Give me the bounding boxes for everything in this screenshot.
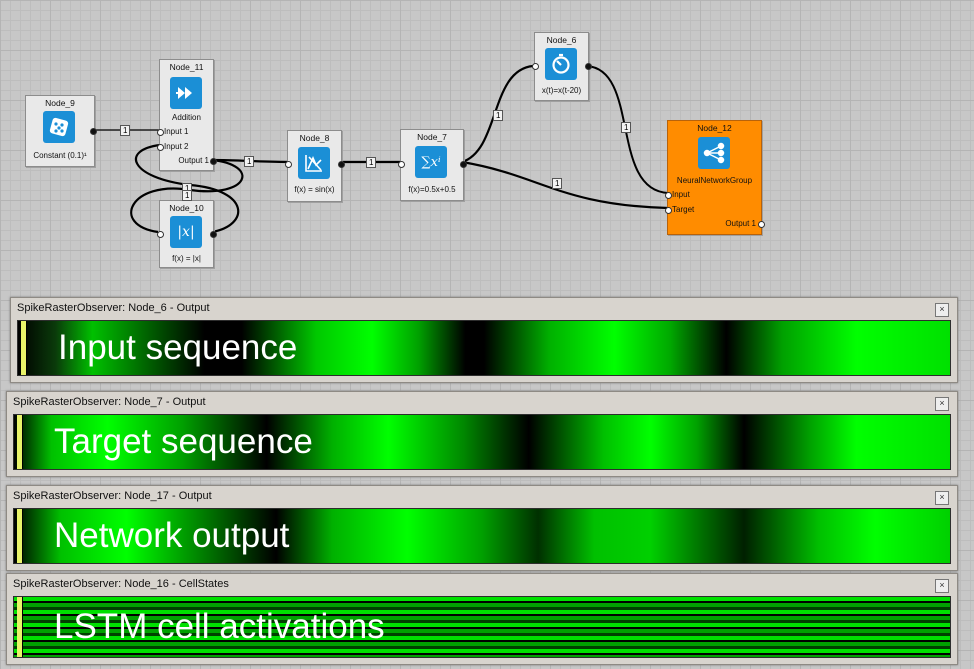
node-title: Node_8 (299, 133, 330, 143)
node-12[interactable]: Node_12 NeuralNetworkGroup Input Target … (665, 120, 765, 235)
node-8[interactable]: Node_8 f(x) = sin(x) (285, 130, 345, 202)
node-title: Node_9 (45, 98, 75, 108)
output-port[interactable] (338, 161, 345, 168)
edge-weight-label[interactable]: 1 (493, 110, 504, 121)
node-title: Node_12 (697, 123, 732, 133)
raster-panel-node16[interactable]: SpikeRasterObserver: Node_16 - CellState… (6, 573, 958, 665)
output-port[interactable] (585, 63, 592, 70)
node-title: Node_10 (169, 203, 204, 213)
node-6[interactable]: Node_6 x(t)=x(t-20) (532, 32, 592, 101)
port-label: Input 1 (164, 127, 189, 136)
network-icon (698, 137, 730, 169)
node-7[interactable]: Node_7 ∑xⁱ f(x)=0.5x+0.5 (398, 129, 467, 201)
overlay-label: Target sequence (54, 422, 313, 461)
output-port[interactable] (90, 128, 97, 135)
dice-icon (43, 111, 75, 143)
node-label: Addition (172, 113, 201, 122)
input-port[interactable] (285, 161, 292, 168)
port-label: Target (672, 205, 695, 214)
node-label: f(x) = sin(x) (294, 185, 335, 194)
close-icon[interactable]: × (935, 491, 949, 505)
connection-wires (93, 64, 669, 234)
input-port[interactable] (398, 161, 405, 168)
panel-title: SpikeRasterObserver: Node_6 - Output (17, 302, 210, 314)
node-label: x(t)=x(t-20) (541, 86, 582, 95)
node-label: f(x)=0.5x+0.5 (408, 185, 456, 194)
sum-icon: ∑xⁱ (415, 146, 447, 178)
timer-icon (545, 48, 577, 80)
node-title: Node_11 (169, 62, 204, 72)
edge-weight-label[interactable]: 1 (621, 122, 632, 133)
node-11[interactable]: Node_11 Addition Input 1 Input 2 Output … (157, 59, 217, 171)
edge-weight-label[interactable]: 1 (552, 178, 563, 189)
time-marker (17, 597, 23, 657)
output-port[interactable] (210, 231, 217, 238)
node-label: f(x) = |x| (172, 254, 201, 263)
fast-forward-icon (170, 77, 202, 109)
overlay-label: Input sequence (58, 328, 298, 367)
panel-title: SpikeRasterObserver: Node_16 - CellState… (13, 578, 229, 590)
port-label: Output 1 (725, 219, 756, 228)
input-port-1[interactable] (157, 129, 164, 136)
input-port-2[interactable] (157, 144, 164, 151)
raster-panel-node7[interactable]: SpikeRasterObserver: Node_7 - Output × T… (6, 391, 958, 477)
panel-title: SpikeRasterObserver: Node_7 - Output (13, 396, 206, 408)
raster-panel-node17[interactable]: SpikeRasterObserver: Node_17 - Output × … (6, 485, 958, 571)
abs-glyph: |x| (177, 224, 195, 240)
raster-panel-node6[interactable]: SpikeRasterObserver: Node_6 - Output × I… (10, 297, 958, 383)
panel-title: SpikeRasterObserver: Node_17 - Output (13, 490, 212, 502)
abs-icon: |x| (170, 216, 202, 248)
time-marker (21, 321, 27, 375)
cell-state-raster-strip: LSTM cell activations (13, 596, 951, 658)
close-icon[interactable]: × (935, 397, 949, 411)
port-label: Input 2 (164, 142, 189, 151)
spike-raster-strip: Target sequence (13, 414, 951, 470)
sum-glyph: ∑xⁱ (421, 154, 441, 170)
input-port[interactable] (665, 192, 672, 199)
time-marker (17, 415, 23, 469)
node-10[interactable]: Node_10 |x| f(x) = |x| (157, 200, 217, 268)
port-label: Output 1 (178, 156, 209, 165)
close-icon[interactable]: × (935, 579, 949, 593)
node-label: NeuralNetworkGroup (676, 176, 753, 185)
sine-plot-icon (298, 147, 330, 179)
input-port[interactable] (157, 231, 164, 238)
edge-weight-label[interactable]: 1 (366, 157, 377, 168)
spike-raster-strip: Network output (13, 508, 951, 564)
graph-canvas[interactable]: Node_9 Constant (0.1)¹ Node_11 Addition … (0, 0, 974, 295)
edge-weight-label[interactable]: 1 (244, 156, 255, 167)
edge-weight-label[interactable]: 1 (182, 190, 193, 201)
time-marker (17, 509, 23, 563)
target-port[interactable] (665, 207, 672, 214)
output-port[interactable] (460, 161, 467, 168)
edge-weight-label[interactable]: 1 (120, 125, 131, 136)
spike-raster-strip: Input sequence (17, 320, 951, 376)
output-port[interactable] (758, 221, 765, 228)
port-label: Input (672, 190, 690, 199)
overlay-label: Network output (54, 516, 290, 555)
node-9[interactable]: Node_9 Constant (0.1)¹ (25, 95, 97, 167)
input-port[interactable] (532, 63, 539, 70)
close-icon[interactable]: × (935, 303, 949, 317)
overlay-label: LSTM cell activations (54, 607, 385, 646)
node-label: Constant (0.1)¹ (33, 151, 87, 160)
output-port[interactable] (210, 158, 217, 165)
node-title: Node_6 (546, 35, 577, 45)
node-title: Node_7 (417, 132, 447, 142)
